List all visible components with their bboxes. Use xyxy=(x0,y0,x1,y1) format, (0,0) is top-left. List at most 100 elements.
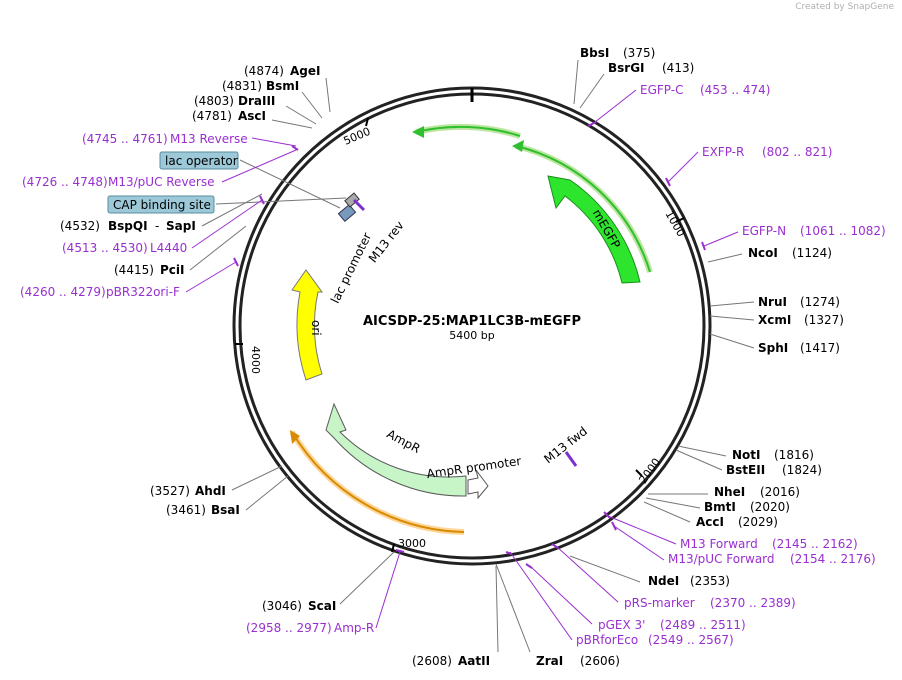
site-name-SphI: SphI xyxy=(758,341,788,355)
leader-AccI xyxy=(643,501,691,523)
leader-BbsI xyxy=(573,59,579,105)
feature-ori xyxy=(291,269,323,381)
mark-L4440 xyxy=(259,195,265,205)
leader-pGEX3 xyxy=(529,565,593,625)
leader-lac-operator xyxy=(239,159,341,209)
site-name-SapI: SapI xyxy=(166,219,196,233)
primer-name-EGFP-C: EGFP-C xyxy=(640,83,683,97)
site-pos-XcmI: (1327) xyxy=(804,313,844,327)
feature-AmpR-promoter xyxy=(467,469,489,500)
feature-label-lac-promoter: lac promoter xyxy=(328,230,374,305)
site-name-BmtI: BmtI xyxy=(704,500,736,514)
mark-pBRforEco xyxy=(505,551,513,555)
feature-M13-fwd xyxy=(564,451,578,467)
site-pos-BsmI: (4831) xyxy=(222,79,262,93)
site-name-NdeI: NdeI xyxy=(648,574,679,588)
mark-EXFP-R xyxy=(665,177,671,187)
primer-range-EGFP-N: (1061 .. 1082) xyxy=(800,224,886,238)
left-primer-marks xyxy=(233,145,405,553)
site-pos-AhdI: (3527) xyxy=(150,484,190,498)
site-pos-AatII: (2608) xyxy=(412,654,452,668)
site-name-NcoI: NcoI xyxy=(748,246,778,260)
mark-M13-Reverse xyxy=(291,145,299,151)
site-name-AscI: AscI xyxy=(238,109,266,123)
right-leader-lines xyxy=(495,59,755,653)
primer-range-EGFP-C: (453 .. 474) xyxy=(700,83,770,97)
leader-M13pUC-Reverse xyxy=(221,149,297,183)
site-separator-dash: - xyxy=(155,219,159,233)
ampr-outer-arrowhead xyxy=(290,430,300,444)
primer-name-M13pUC-Forward: M13/pUC Forward xyxy=(668,552,775,566)
leader-M13-Forward xyxy=(607,515,677,545)
site-pos-BmtI: (2020) xyxy=(750,500,790,514)
site-name-AatII: AatII xyxy=(458,654,490,668)
feature-label-ori: ori xyxy=(309,320,323,336)
primer-name-M13-Forward: M13 Forward xyxy=(680,537,758,551)
leader-AatII xyxy=(495,565,499,653)
site-name-NotI: NotI xyxy=(732,448,761,462)
site-name-AgeI: AgeI xyxy=(290,64,320,78)
mark-EGFP-C xyxy=(587,121,597,127)
feature-label-M13-fwd: M13 fwd xyxy=(541,424,590,466)
leader-pBRforEco xyxy=(509,551,573,641)
mark-pGEX3 xyxy=(525,563,533,569)
leader-NdeI xyxy=(569,555,641,583)
feature-label-M13-rev: M13 rev xyxy=(366,218,407,265)
site-name-BsmI: BsmI xyxy=(266,79,299,93)
tick-2000 xyxy=(635,469,643,477)
tick-3000 xyxy=(391,543,395,553)
cap-binding-site-badge-text: CAP binding site xyxy=(113,198,211,212)
primer-name-Amp-R: Amp-R xyxy=(334,621,374,635)
cap-binding-site-badge xyxy=(107,195,215,214)
leader-NruI xyxy=(709,301,755,307)
tick-1000 xyxy=(675,217,685,223)
leader-BspQI xyxy=(201,193,263,227)
site-pos-AccI: (2029) xyxy=(738,515,778,529)
lac-operator-badge-text: lac operator xyxy=(165,154,238,168)
site-name-ScaI: ScaI xyxy=(308,599,336,613)
leader-L4440 xyxy=(191,199,263,249)
left-primer-lines xyxy=(185,137,401,629)
primer-range-M13-Forward: (2145 .. 2162) xyxy=(772,537,858,551)
leader-DraIII xyxy=(285,105,317,125)
leader-EXFP-R xyxy=(667,151,699,183)
feature-lac-operator-box xyxy=(337,203,357,223)
primer-range-M13-Reverse: (4745 .. 4761) xyxy=(82,132,168,146)
site-name-NheI: NheI xyxy=(714,485,745,499)
right-primer-lines xyxy=(509,89,739,641)
site-name-BsaI: BsaI xyxy=(211,503,240,517)
leader-M13pUC-Forward xyxy=(613,525,665,561)
leader-Amp-R xyxy=(375,551,401,629)
leader-ZraI xyxy=(495,563,531,653)
feature-m13rev-line xyxy=(352,198,366,212)
site-pos-NcoI: (1124) xyxy=(792,246,832,260)
site-pos-PciI: (4415) xyxy=(114,263,154,277)
primer-range-pBR322ori-F: (4260 .. 4279) xyxy=(20,285,106,299)
tick-label-1000: 1000 xyxy=(662,208,687,239)
mark-Amp-R xyxy=(395,549,405,553)
site-pos-DraIII: (4803) xyxy=(194,94,234,108)
left-leader-lines xyxy=(189,77,499,653)
site-name-DraIII: DraIII xyxy=(238,94,275,108)
lac-operator-badge xyxy=(159,151,239,170)
site-name-AccI: AccI xyxy=(696,515,724,529)
feature-arc-egfp-second-core xyxy=(515,145,651,273)
site-pos-BsrGI: (413) xyxy=(662,61,694,75)
site-name-BstEII: BstEII xyxy=(726,463,765,477)
mark-EGFP-N xyxy=(701,241,706,251)
site-pos-AgeI: (4874) xyxy=(244,64,284,78)
primer-name-EXFP-R: EXFP-R xyxy=(702,145,744,159)
plasmid-size: 5400 bp xyxy=(449,329,494,342)
mark-pBR322ori-F xyxy=(233,257,239,267)
feature-mEGFP xyxy=(547,175,641,284)
primer-range-L4440: (4513 .. 4530) xyxy=(62,241,148,255)
snapgene-credit: Created by SnapGene xyxy=(795,2,894,12)
site-pos-NheI: (2016) xyxy=(760,485,800,499)
leader-ScaI xyxy=(339,551,395,605)
leader-BstEII xyxy=(675,449,723,471)
tick-label-4000: 4000 xyxy=(249,346,262,374)
site-pos-AscI: (4781) xyxy=(192,109,232,123)
site-pos-ZraI: (2606) xyxy=(580,654,620,668)
site-pos-BspQI: (4532) xyxy=(60,219,100,233)
leader-NotI xyxy=(677,445,727,457)
